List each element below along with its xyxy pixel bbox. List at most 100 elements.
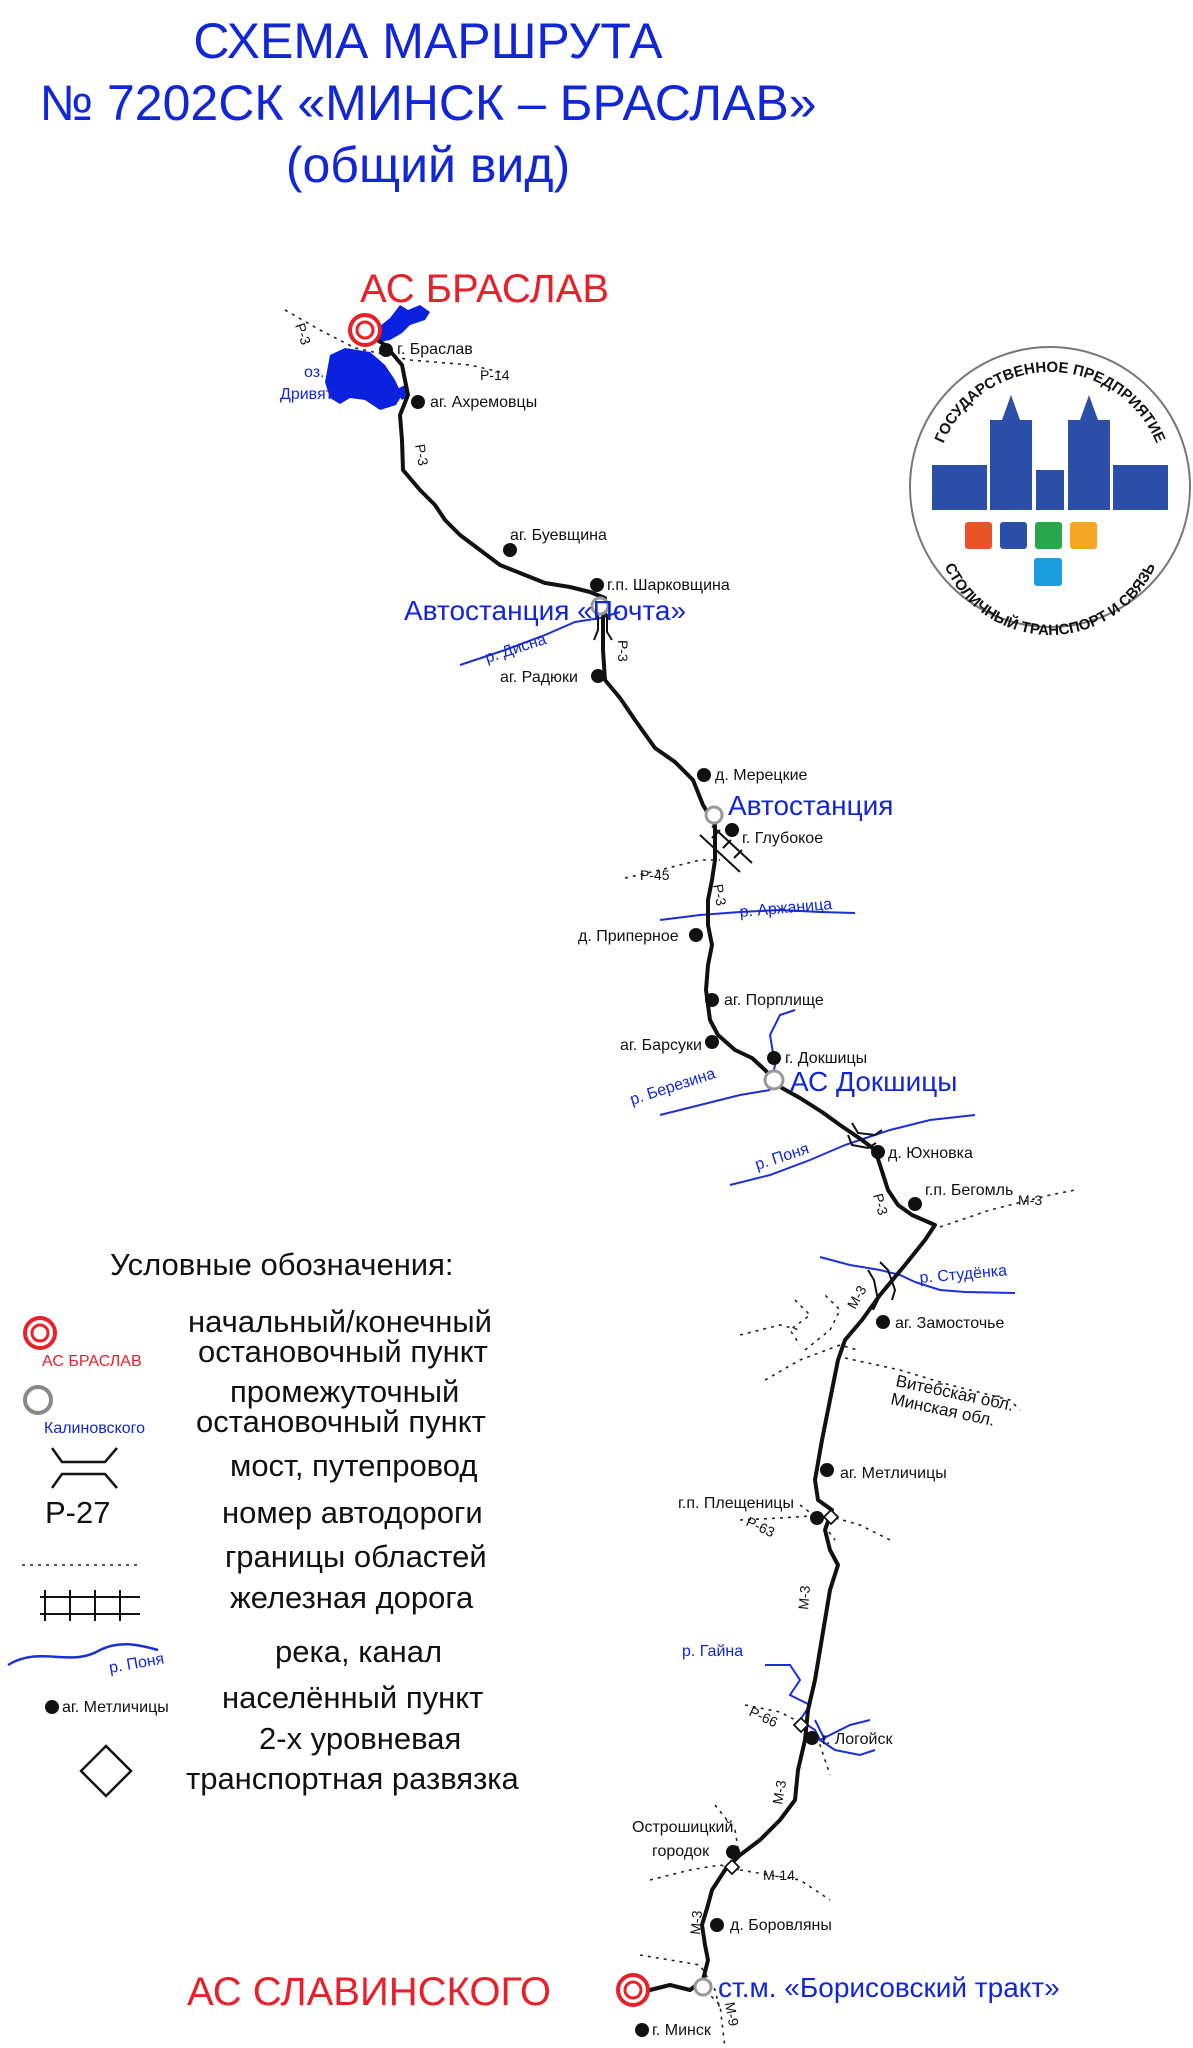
river-arzhanitsa-line [659, 908, 856, 921]
settlement-dot [871, 1145, 885, 1159]
legend-item: промежуточный [230, 1374, 459, 1409]
river-label: р. Студёнка [919, 1262, 1008, 1287]
title-line-2: № 7202СК «МИНСК – БРАСЛАВ» [39, 75, 816, 131]
road-label: М-3 [844, 1282, 870, 1311]
station-dokshitsy: АС Докшицы [790, 1066, 957, 1097]
legend-sample-mid: Калиновского [44, 1420, 145, 1437]
intermediate-stations: Автостанция «Почта» Автостанция АС Докши… [404, 595, 1060, 2003]
legend-terminal-marker-inner [30, 1323, 50, 1343]
settlement-dot [591, 669, 605, 683]
legend-item: река, канал [275, 1634, 442, 1669]
bridges [593, 599, 897, 1311]
settlement-dot [726, 1845, 740, 1859]
legend-station-marker [23, 1385, 53, 1415]
settlement-label: г.п. Шарковщина [607, 577, 730, 594]
river-label: р. Березина [628, 1065, 718, 1109]
bridge-studenka [879, 1261, 897, 1301]
road-label: Р-3 [615, 640, 631, 662]
road-label: Р-3 [870, 1192, 891, 1217]
legend-item: номер автодороги [222, 1495, 483, 1530]
road-label: Р-14 [480, 367, 510, 383]
road-label: Р-3 [292, 321, 314, 347]
logo-buildings-icon [932, 395, 1168, 510]
border-side-1 [788, 1299, 812, 1346]
road-label: М-3 [1018, 1192, 1042, 1208]
legend-item: 2-х уровневая [259, 1721, 461, 1756]
legend-item: транспортная развязка [186, 1761, 520, 1796]
title-line-3: (общий вид) [286, 137, 570, 193]
settlement-dot [908, 1197, 922, 1211]
tram-icon [965, 522, 992, 549]
river-ponya-line [729, 1139, 861, 1186]
interchange-pleshchenitsy [822, 1508, 840, 1526]
border-side-4 [804, 1294, 841, 1351]
settlement-label: г.п. Плещеницы [678, 1495, 794, 1512]
settlement-dot [767, 1051, 781, 1065]
settlement-dot [810, 1511, 824, 1525]
settlement-label: городок [652, 1843, 710, 1860]
station-marker [693, 1977, 713, 1997]
lake-label-2: Дривяты [280, 386, 344, 403]
legend-item: остановочный пункт [196, 1404, 486, 1439]
river-gayna-low [819, 1739, 876, 1757]
settlement-dot [697, 768, 711, 782]
legend-river-icon [7, 1643, 159, 1667]
station-marker [704, 805, 724, 825]
legend-sample-road: Р-27 [45, 1495, 110, 1530]
settlement-label: Острошицкий [632, 1819, 733, 1836]
settlement-label: д. Приперное [578, 928, 679, 945]
route-line [360, 328, 937, 1997]
river-studenka-west [819, 1256, 916, 1283]
river-label: р. Гайна [682, 1643, 743, 1660]
terminal-slavinskogo: АС СЛАВИНСКОГО [187, 1970, 650, 2014]
organization-logo: ГОСУДАРСТВЕННОЕ ПРЕДПРИЯТИЕ СТОЛИЧНЫЙ ТР… [909, 346, 1191, 639]
river-berezina-line [659, 1089, 771, 1116]
bus-icon [1000, 522, 1027, 549]
settlement-label: аг. Буевщина [510, 527, 607, 544]
legend-interchange-icon [79, 1744, 133, 1798]
legend-bridge-icon [50, 1447, 118, 1464]
settlement-dot [705, 993, 719, 1007]
settlement-label: г. Глубокое [742, 830, 823, 847]
border-m14-n [714, 1804, 741, 1861]
interchange-m14 [723, 1858, 741, 1876]
bridge-studenka-b [867, 1269, 880, 1311]
station-marker [590, 596, 610, 616]
legend: Условные обозначения: АС БРАСЛАВ начальн… [7, 1247, 520, 1798]
legend-bridge-icon-b [50, 1472, 118, 1489]
border-north [284, 309, 501, 373]
river-label: р. Поня [753, 1140, 811, 1173]
border-m3-east [939, 1189, 1076, 1228]
settlement-label: д. Мерецкие [715, 767, 808, 784]
river-ponya-up [859, 1114, 976, 1141]
border-p45 [624, 859, 720, 879]
bridge-ponya-b [847, 1134, 877, 1150]
legend-sample-river: р. Поня [108, 1651, 166, 1677]
settlement-label: аг. Радюки [500, 669, 578, 686]
road-label: М-3 [687, 1910, 705, 1936]
settlement-dot [725, 823, 739, 837]
station-glubokoe: Автостанция [728, 790, 893, 821]
trolleybus-icon [1035, 522, 1062, 549]
legend-railway-icon [40, 1590, 140, 1621]
settlement-dot [379, 343, 393, 357]
settlement-label: г.п. Бегомль [925, 1182, 1013, 1199]
settlement-dot [411, 395, 425, 409]
river-label: р. Аржаница [739, 896, 833, 921]
title-line-1: СХЕМА МАРШРУТА [193, 13, 663, 69]
settlement-dot [710, 1918, 724, 1932]
settlement-label: аг. Порплище [724, 992, 824, 1009]
settlement-label: д. Юхновка [888, 1145, 973, 1162]
settlement-dot [689, 928, 703, 942]
legend-sample-town: аг. Метличицы [62, 1699, 169, 1716]
terminal-label: АС СЛАВИНСКОГО [187, 1970, 551, 2014]
river-label: р. Дисна [483, 631, 549, 667]
settlement-dot [635, 2023, 649, 2037]
station-marker [763, 1069, 785, 1091]
lake-north [375, 305, 430, 342]
legend-settlement-dot [45, 1700, 59, 1714]
road-label: М-14 [763, 1867, 795, 1883]
logo-transport-icons [965, 522, 1097, 586]
settlement-label: г. Браслав [397, 341, 473, 358]
road-label: Р-3 [710, 883, 730, 907]
